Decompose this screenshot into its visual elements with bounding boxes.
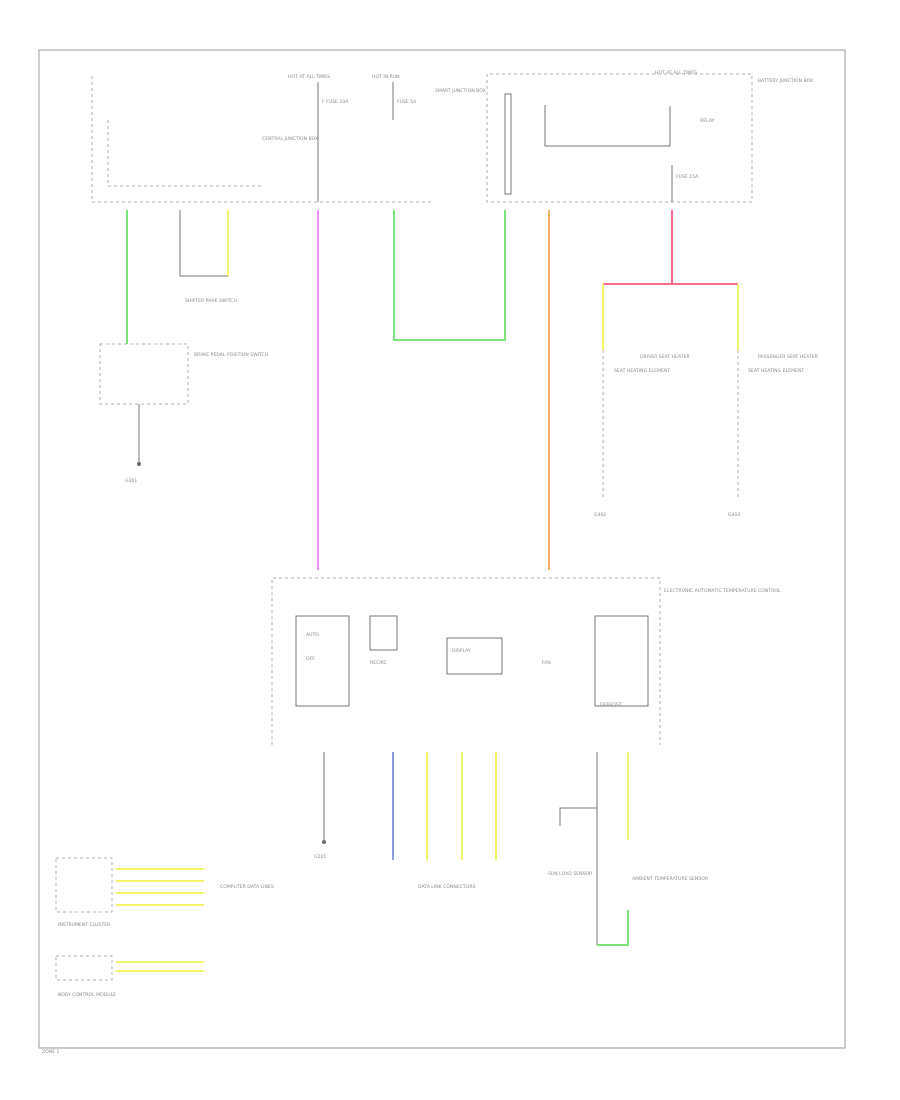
- seat-right-label: PASSENGER SEAT HEATER: [758, 354, 819, 360]
- panel-defrost-label: DEFROST: [600, 702, 622, 708]
- instrument-cluster-label: INSTRUMENT CLUSTER: [58, 922, 111, 928]
- g403-label: G403: [728, 512, 740, 518]
- panel-recirc-label: RECIRC: [370, 660, 387, 666]
- footer-label: ZONE 1: [42, 1049, 60, 1055]
- heater-elem-right-label: SEAT HEATING ELEMENT: [748, 368, 804, 374]
- climate-module-label: ELECTRONIC AUTOMATIC TEMPERATURE CONTROL: [664, 588, 781, 594]
- panel-auto-label: AUTO: [306, 632, 319, 638]
- sun-sensor-label: SUN LOAD SENSOR: [548, 871, 593, 877]
- junction-box-right: [486, 73, 753, 203]
- panel-auto-box: [295, 615, 350, 707]
- fuse-label-a: F FUSE 10A: [322, 99, 349, 105]
- power-label-right: HOT AT ALL TIMES: [655, 70, 697, 76]
- panel-recirc-box: [369, 615, 398, 651]
- seat-left-label: DRIVER SEAT HEATER: [640, 354, 691, 360]
- power-label-mid: HOT IN RUN: [372, 74, 400, 80]
- power-label-left: HOT AT ALL TIMES: [288, 74, 330, 80]
- shifter-loop: [179, 210, 229, 277]
- junction-box-left: [91, 76, 432, 203]
- panel-display-box: [446, 637, 503, 675]
- ambient-sensor-label: AMBIENT TEMPERATURE SENSOR: [632, 876, 709, 882]
- ground-a-label: G201: [314, 854, 326, 860]
- fuse-label-b: FUSE 5A: [397, 99, 417, 105]
- smart-junction-label: SMART JUNCTION BOX: [435, 88, 486, 94]
- g301-label: G301: [125, 478, 137, 484]
- shifter-switch-label: SHIFTER PARK SWITCH: [185, 298, 237, 304]
- panel-fan-label: FAN: [542, 660, 551, 666]
- wire-sun-branch: [559, 807, 597, 826]
- heater-elem-left-label: SEAT HEATING ELEMENT: [614, 368, 670, 374]
- ground-g301: [137, 462, 141, 466]
- diagram-border: [38, 49, 846, 1049]
- data-links-label: DATA LINK CONNECTORS: [418, 884, 476, 890]
- body-control-label: BODY CONTROL MODULE: [58, 992, 116, 998]
- brake-switch-box: [99, 343, 189, 405]
- panel-display-label: DISPLAY: [452, 648, 471, 654]
- central-junction-label: CENTRAL JUNCTION BOX: [262, 136, 318, 142]
- body-control-box: [55, 955, 113, 981]
- wire-green-loop: [393, 210, 506, 341]
- wire-pink: [603, 210, 738, 285]
- instrument-cluster-box: [55, 857, 113, 913]
- climate-module-frame: [271, 577, 661, 745]
- panel-off-label: OFF: [306, 656, 315, 662]
- ground-g201: [322, 840, 326, 844]
- wire-green-sensor-return: [597, 910, 629, 946]
- relay-box: [504, 93, 512, 195]
- connectors-left-label: COMPUTER DATA LINES: [220, 884, 274, 890]
- brake-switch-label: BRAKE PEDAL POSITION SWITCH: [194, 352, 268, 358]
- panel-defrost-box: [594, 615, 649, 707]
- relay-label: RELAY: [700, 118, 715, 124]
- g402-label: G402: [594, 512, 606, 518]
- junction-box-left-inner: [107, 120, 262, 187]
- relay-switch: [544, 105, 671, 147]
- battery-junction-label: BATTERY JUNCTION BOX: [758, 78, 813, 84]
- fuse-label-c: FUSE 15A: [676, 174, 699, 180]
